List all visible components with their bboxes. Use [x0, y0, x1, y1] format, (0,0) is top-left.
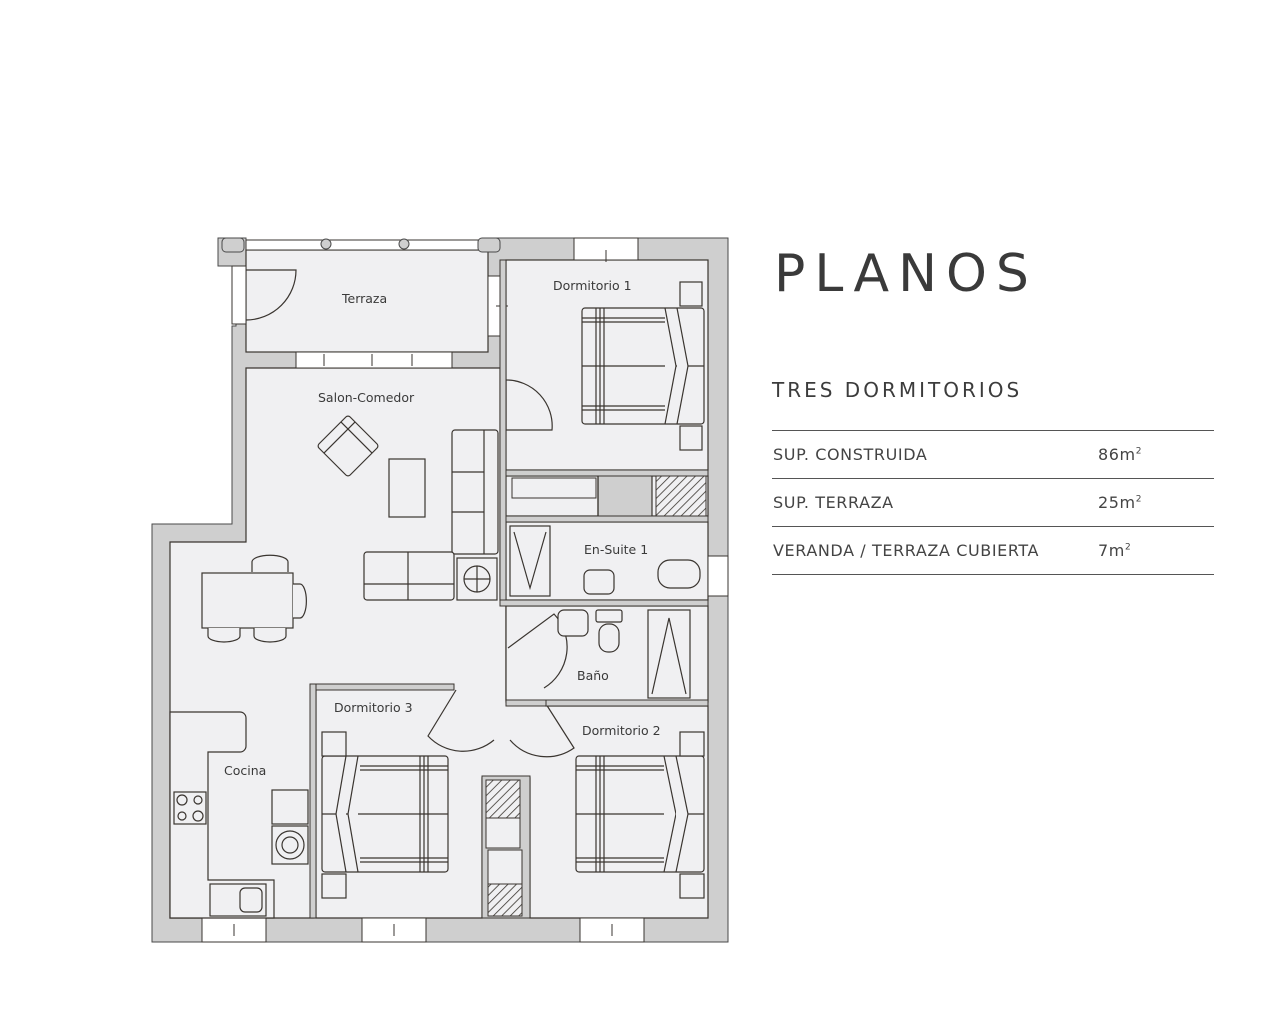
furniture [169, 281, 705, 919]
spec-row-construida: SUP. CONSTRUIDA 86m2 [772, 431, 1214, 479]
label-dormitorio3: Dormitorio 3 [334, 700, 413, 715]
spec-value: 7m2 [1098, 541, 1132, 560]
spec-row-terraza: SUP. TERRAZA 25m2 [772, 479, 1214, 527]
label-bano: Baño [577, 668, 609, 683]
spec-value: 86m2 [1098, 445, 1143, 464]
specs-table: SUP. CONSTRUIDA 86m2 SUP. TERRAZA 25m2 V… [772, 430, 1214, 575]
room-labels: Terraza Salon-Comedor Dormitorio 1 En-Su… [224, 278, 661, 778]
page-title: PLANOS [774, 244, 1038, 304]
terraza-floor [245, 249, 489, 353]
label-dormitorio1: Dormitorio 1 [553, 278, 632, 293]
label-ensuite: En-Suite 1 [584, 542, 648, 557]
spec-label: VERANDA / TERRAZA CUBIERTA [773, 541, 1040, 560]
label-terraza: Terraza [341, 291, 387, 306]
label-salon: Salon-Comedor [318, 390, 415, 405]
plan-subtitle: TRES DORMITORIOS [772, 378, 1023, 402]
spec-value: 25m2 [1098, 493, 1143, 512]
spec-row-veranda: VERANDA / TERRAZA CUBIERTA 7m2 [772, 527, 1214, 575]
label-dormitorio2: Dormitorio 2 [582, 723, 661, 738]
closets [485, 475, 707, 917]
spec-label: SUP. TERRAZA [773, 493, 894, 512]
spec-label: SUP. CONSTRUIDA [773, 445, 928, 464]
label-cocina: Cocina [224, 763, 266, 778]
